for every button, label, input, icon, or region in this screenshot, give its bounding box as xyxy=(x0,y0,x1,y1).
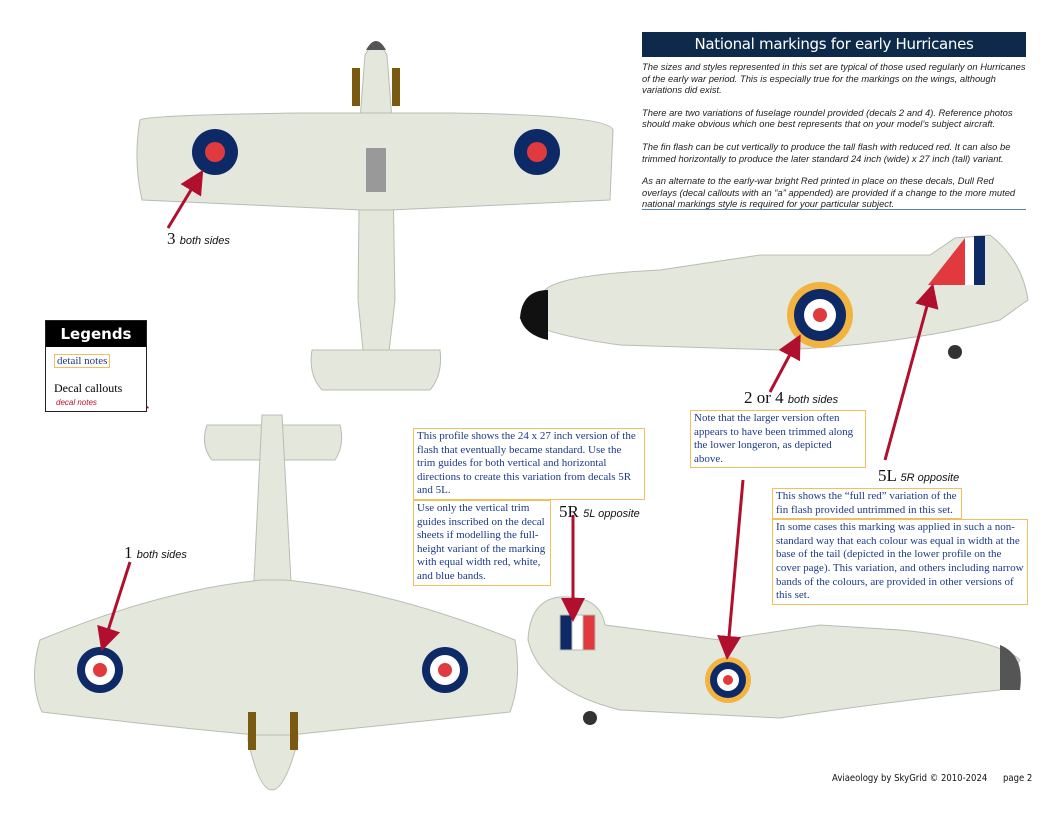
note-vertical-trim: Use only the vertical trim guides inscri… xyxy=(413,499,551,586)
page-title: National markings for early Hurricanes xyxy=(642,32,1026,57)
note-profile-24x27: This profile shows the 24 x 27 inch vers… xyxy=(413,428,645,500)
page-number: page 2 xyxy=(1003,773,1033,784)
callout-number: 1 xyxy=(124,543,133,562)
legend-detail-notes: detail notes xyxy=(54,354,111,368)
callout-note: both sides xyxy=(136,549,187,561)
upper-wing-roundel-right xyxy=(514,129,560,175)
side-profile-upper xyxy=(519,234,1029,359)
intro-paragraph: There are two variations of fuselage rou… xyxy=(642,106,1013,130)
callout-note: 5R opposite xyxy=(900,472,960,484)
intro-paragraph: The fin flash can be cut vertically to p… xyxy=(642,140,1011,164)
callout-number: 2 or 4 xyxy=(744,388,784,407)
note-full-red: This shows the “full red” variation of t… xyxy=(772,488,962,520)
callout-2-or-4: 2 or 4 both sides xyxy=(744,388,838,408)
side-profile-lower xyxy=(527,596,1021,725)
callout-3: 3 both sides xyxy=(167,229,230,249)
legend-title: Legends xyxy=(46,321,146,347)
fuselage-roundel-lower xyxy=(705,657,751,703)
legend-box: Legends detail notes Decal callouts deca… xyxy=(45,320,147,412)
vertical-trim-row: Use only the vertical trim guides inscri… xyxy=(413,499,640,586)
callout-number: 5L xyxy=(878,466,897,485)
note-larger-version: Note that the larger version often appea… xyxy=(690,410,866,469)
callout-5R: 5R 5L opposite xyxy=(559,502,640,522)
callout-arrows xyxy=(97,169,939,660)
lower-wing-roundel-left xyxy=(77,647,123,693)
left-notes-group: This profile shows the 24 x 27 inch vers… xyxy=(413,428,645,586)
bottom-view-aircraft xyxy=(33,414,519,791)
callout-note: both sides xyxy=(787,394,839,406)
callout-note: 5L opposite xyxy=(583,507,640,520)
callout-note: both sides xyxy=(179,235,230,247)
note-non-standard: In some cases this marking was applied i… xyxy=(772,519,1028,605)
callout-1: 1 both sides xyxy=(124,543,187,563)
intro-paragraph: As an alternate to the early-war bright … xyxy=(642,175,1016,210)
legend-decal-callouts: Decal callouts xyxy=(54,381,123,395)
intro-text: The sizes and styles represented in this… xyxy=(642,61,1030,221)
top-view-aircraft xyxy=(136,41,614,391)
legend-decal-notes: decal notes xyxy=(56,398,97,407)
upper-wing-roundel-left xyxy=(192,129,238,175)
right-notes-group: This shows the “full red” variation of t… xyxy=(772,488,1028,605)
divider xyxy=(642,209,1026,210)
lower-wing-roundel-right xyxy=(422,647,468,693)
callout-number: 5R xyxy=(559,501,579,521)
intro-paragraph: The sizes and styles represented in this… xyxy=(642,61,1026,96)
callout-5L: 5L 5R opposite xyxy=(878,466,959,486)
fuselage-roundel-upper xyxy=(787,282,853,348)
callout-number: 3 xyxy=(167,229,176,248)
footer-credit: Aviaeology by SkyGrid © 2010-2024 xyxy=(832,773,988,784)
